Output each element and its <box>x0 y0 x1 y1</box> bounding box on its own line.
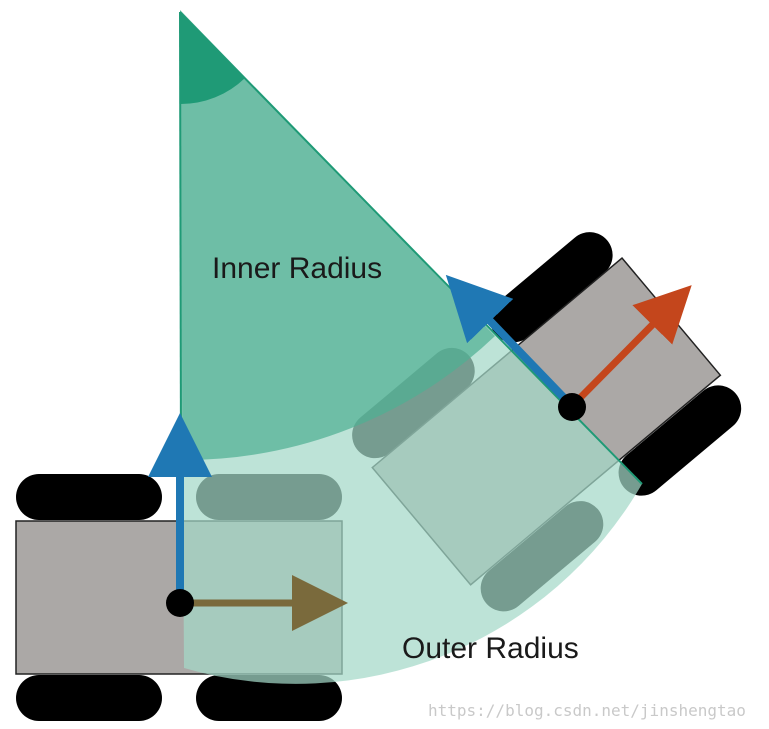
robot1-wheel-bottom-right <box>196 675 342 721</box>
outer-radius-label: Outer Radius <box>402 632 579 665</box>
robot1-wheel-top-left <box>16 474 162 520</box>
angle-wedge <box>180 12 245 105</box>
robot2-pivot-dot <box>558 393 586 421</box>
inner-radius-label: Inner Radius <box>212 252 382 285</box>
robot2-wheel-bottom-right <box>618 385 742 496</box>
watermark-text: https://blog.csdn.net/jinshengtao <box>428 701 746 720</box>
robot2-wheel-top-right <box>490 232 613 343</box>
robot1-pivot-dot <box>166 589 194 617</box>
robot1-wheel-bottom-left <box>16 675 162 721</box>
robot2-lateral-arrow <box>575 285 692 403</box>
inner-radius-sector <box>180 10 495 461</box>
robot2-forward-arrow <box>445 274 571 405</box>
